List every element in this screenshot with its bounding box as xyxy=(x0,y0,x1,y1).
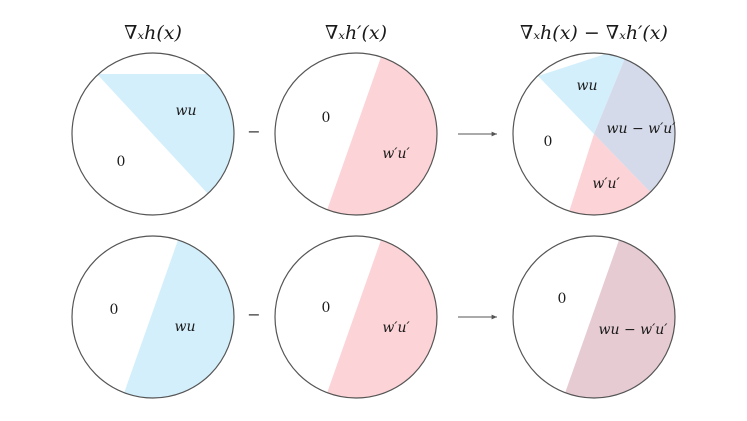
label-wu: wu xyxy=(175,319,196,335)
region-difference-fill xyxy=(558,236,675,398)
region-wprime-fill xyxy=(320,53,437,215)
label-wu: wu xyxy=(577,78,598,94)
circle-row1-right: 0 wu wu − w′u′ w′u′ xyxy=(512,52,677,216)
column-title-left: ∇ₓh(x) xyxy=(124,22,182,44)
column-title-middle: ∇ₓh′(x) xyxy=(325,22,387,44)
circle-row1-middle: 0 w′u′ xyxy=(274,52,438,216)
label-zero: 0 xyxy=(544,134,553,150)
label-wprime-uprime: w′u′ xyxy=(382,146,410,162)
label-zero: 0 xyxy=(110,302,119,318)
label-zero: 0 xyxy=(558,291,567,307)
column-title-right: ∇ₓh(x) − ∇ₓh′(x) xyxy=(520,22,668,44)
region-wu-fill xyxy=(97,74,234,215)
label-wu: wu xyxy=(176,103,197,119)
label-wprime-uprime: w′u′ xyxy=(382,320,410,336)
label-wprime-uprime: w′u′ xyxy=(592,176,620,192)
label-zero: 0 xyxy=(117,154,126,170)
label-wu-minus-wprime: wu − w′u′ xyxy=(607,121,677,137)
label-wu-minus-wprime: wu − w′u′ xyxy=(599,322,669,338)
label-zero: 0 xyxy=(322,110,331,126)
circle-row2-right: 0 wu − w′u′ xyxy=(512,235,676,399)
minus-operator-row1: − xyxy=(247,122,260,141)
region-wprime-fill xyxy=(320,236,437,398)
circle-row2-left: 0 wu xyxy=(71,235,235,399)
circle-row2-middle: 0 w′u′ xyxy=(274,235,438,399)
region-wu-fill xyxy=(538,53,630,134)
minus-operator-row2: − xyxy=(247,305,260,324)
region-wu-fill xyxy=(117,236,234,398)
circle-row1-left: 0 wu xyxy=(71,52,235,216)
label-zero: 0 xyxy=(322,300,331,316)
